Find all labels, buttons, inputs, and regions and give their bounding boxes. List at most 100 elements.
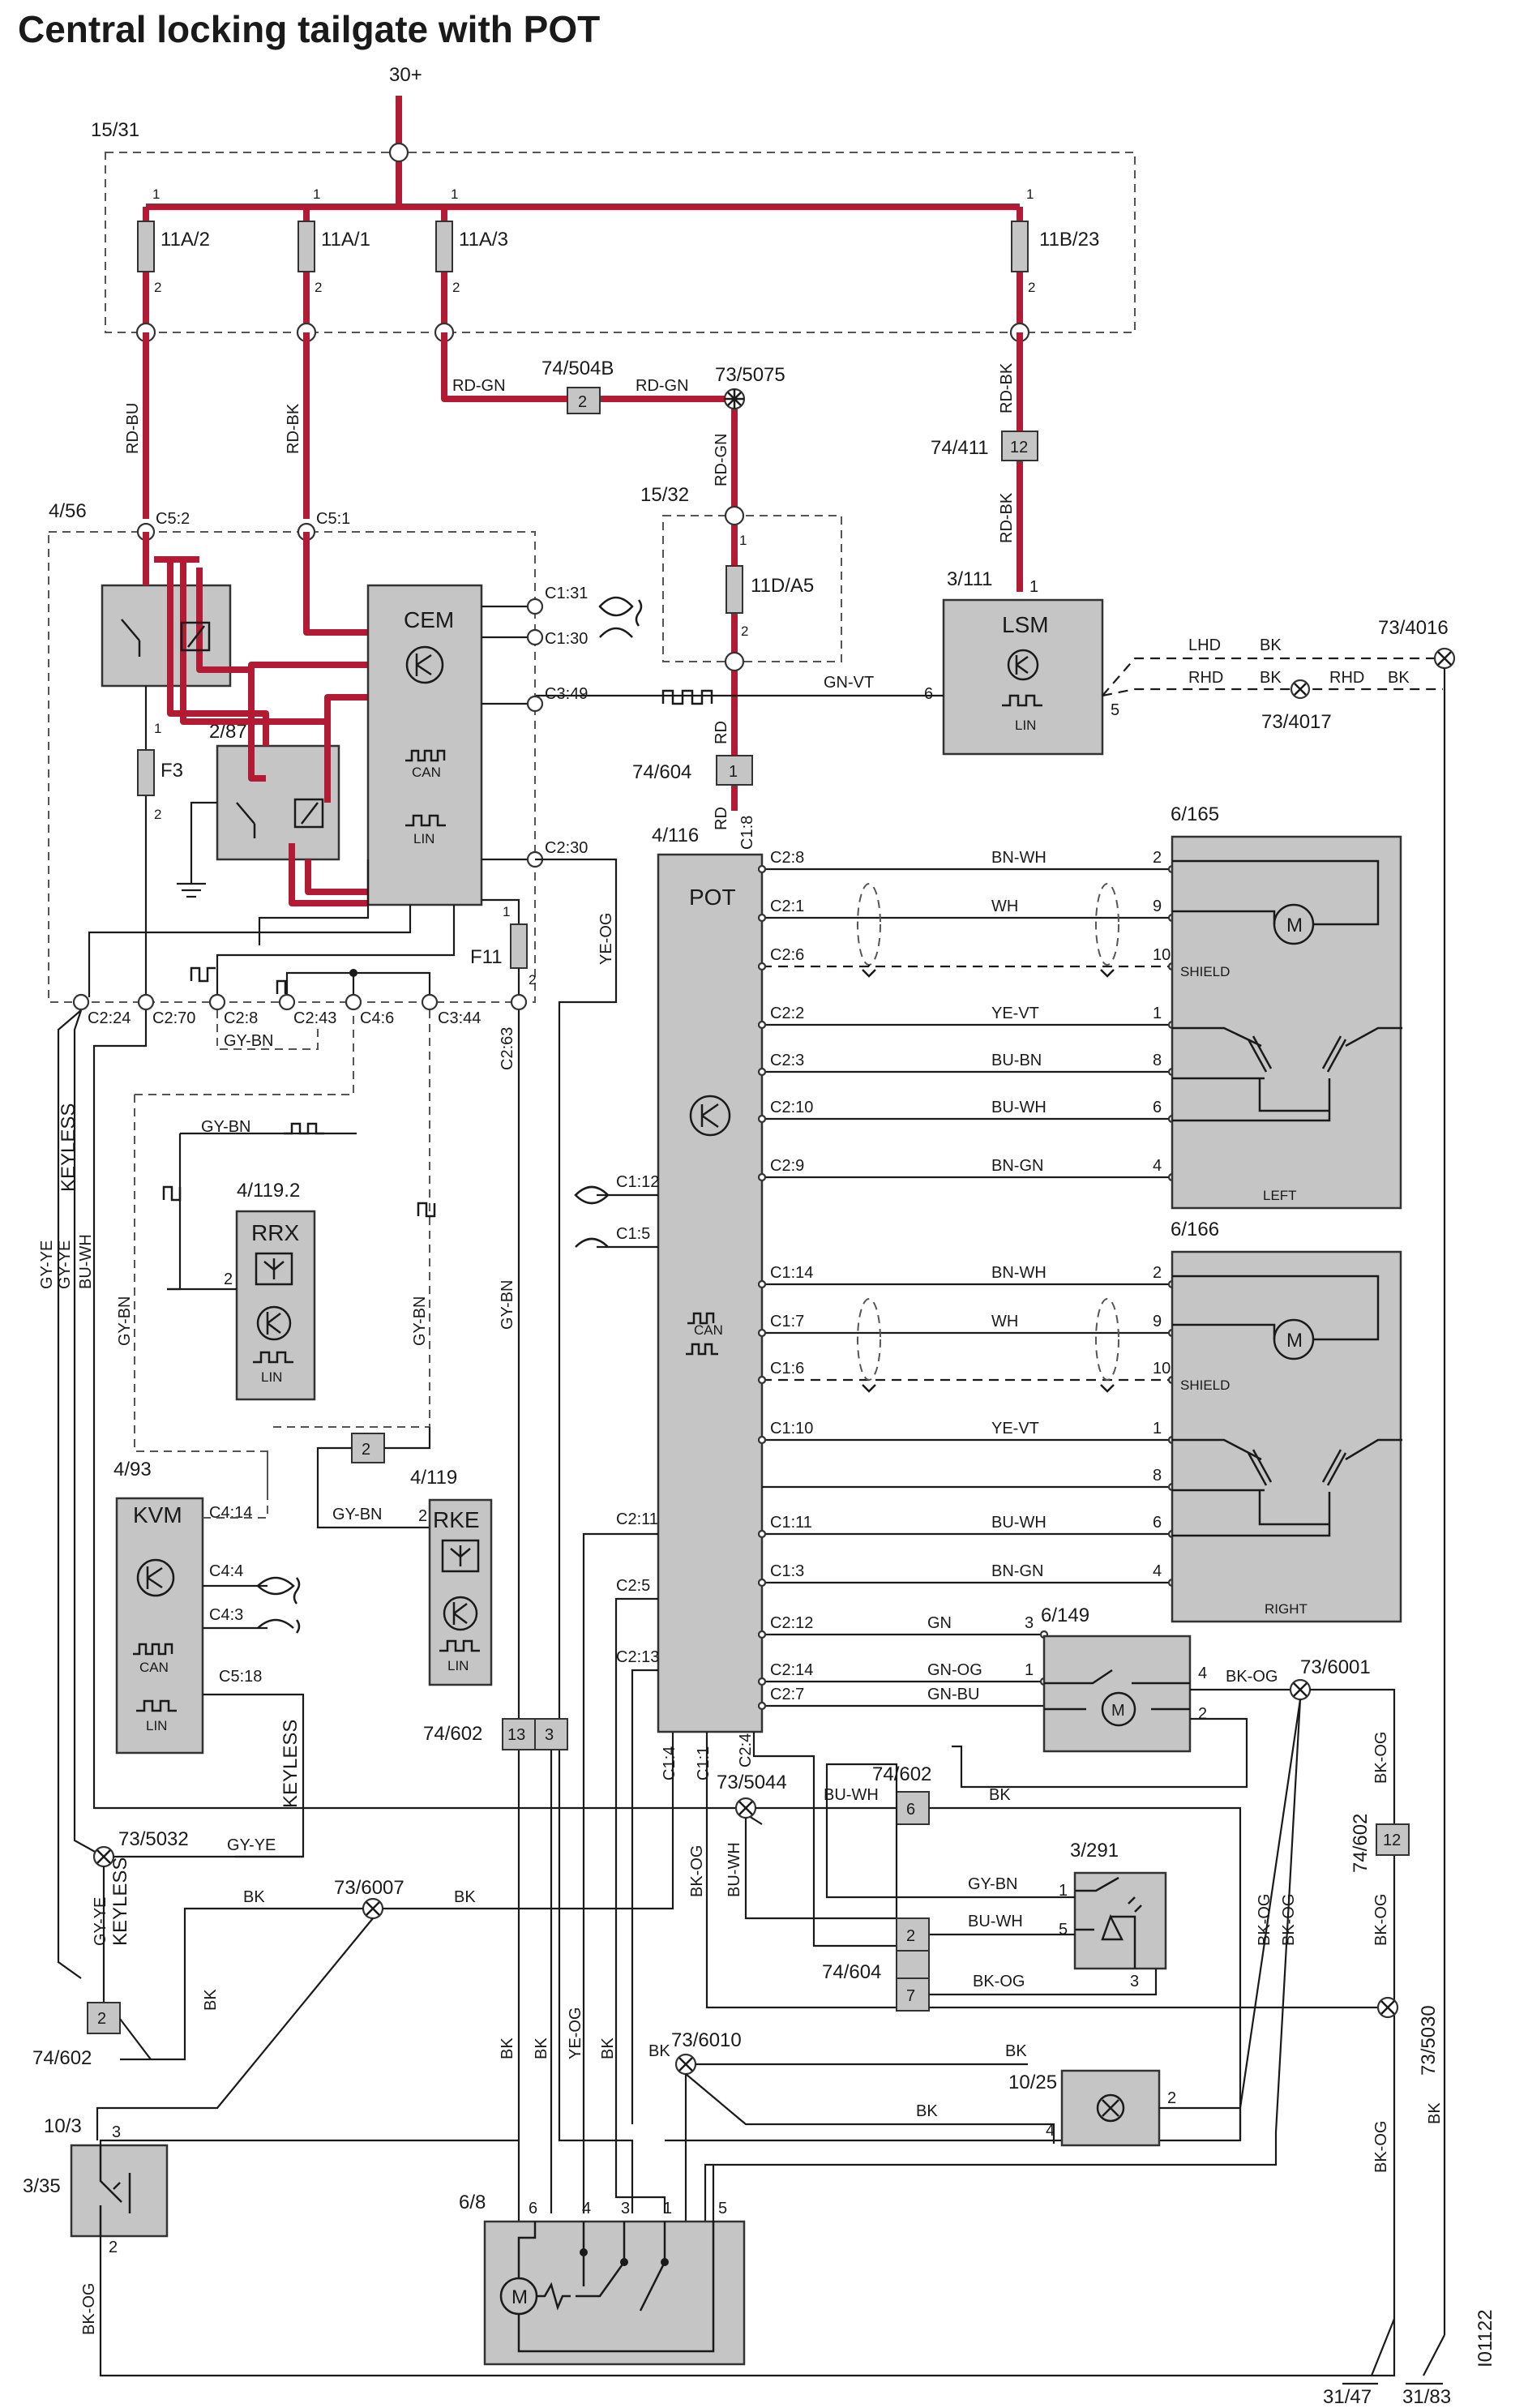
image-code: I01122 <box>1474 2309 1496 2367</box>
pin-label: C2:8 <box>770 849 804 867</box>
pin-label: C2:10 <box>770 1099 813 1116</box>
transistor-icon <box>689 1095 731 1137</box>
connector-74-602-12 <box>1376 1823 1410 1856</box>
splice-label: 73/4017 <box>1261 711 1332 733</box>
pin-node <box>757 1578 767 1587</box>
wire-label: BK <box>1005 2042 1027 2060</box>
wire-label: BK <box>1426 2102 1444 2124</box>
wire-label: BK <box>1260 636 1282 654</box>
connector-label: 74/604 <box>632 761 691 783</box>
lin-wave-icon <box>136 1699 177 1712</box>
wire-label: GY-BN <box>411 1296 429 1346</box>
switch-35-pin: 2 <box>109 2239 118 2256</box>
wire-label: BK <box>916 2102 938 2120</box>
svg-text:1: 1 <box>739 533 747 548</box>
pot-id: 4/116 <box>652 825 699 846</box>
connector-pin: 13 <box>507 1726 525 1744</box>
antenna-icon <box>255 1252 293 1286</box>
splice-73-5032 <box>92 1845 115 1868</box>
term-label: 1 <box>1025 1661 1034 1679</box>
cem-bottom-pins <box>72 993 528 1011</box>
pin-node <box>757 1701 767 1711</box>
wire-label: GY-BN <box>499 1279 516 1330</box>
term-label: 1 <box>1153 1420 1162 1438</box>
ground-label: 31/47 <box>1323 2386 1372 2408</box>
wire-label: RD-GN <box>713 433 730 486</box>
wire-label: GN-BU <box>927 1686 979 1703</box>
transistor-icon <box>1007 649 1039 681</box>
lsm-module <box>942 598 1104 756</box>
pot-pin: C2:13 <box>616 1648 659 1666</box>
pot-pin: C1:12 <box>616 1173 659 1191</box>
splice-73-6010 <box>674 2053 697 2076</box>
wire-label: BK-OG <box>1372 2121 1390 2173</box>
wire-label: BK-OG <box>973 1973 1025 1990</box>
kvm-module <box>115 1497 204 1755</box>
term-label: 3 <box>1025 1614 1034 1632</box>
term-label: 1 <box>1153 1005 1162 1022</box>
connector-74-411 <box>1001 431 1038 461</box>
term-label: 4 <box>1153 1157 1162 1175</box>
wire-label: RD-GN <box>452 377 506 395</box>
fuse-box-id: 15/31 <box>91 119 139 141</box>
pin-label: C1:11 <box>770 1514 812 1532</box>
connector-label: 74/411 <box>931 437 989 459</box>
can-wave-icon <box>405 749 446 762</box>
wire-label: RD-BK <box>998 362 1016 413</box>
lin-wave-icon <box>405 814 446 827</box>
wire-label: WH <box>991 898 1018 915</box>
cem-pin: C5:2 <box>156 510 190 528</box>
connector-74-504b <box>567 387 601 414</box>
connector-74-604 <box>716 755 753 786</box>
motor-left-6-165 <box>1171 835 1402 1210</box>
wire-label: KEYLESS <box>109 1857 131 1946</box>
wire-label: BN-WH <box>991 849 1046 867</box>
wire-label: BU-WH <box>991 1514 1046 1532</box>
svg-text:2: 2 <box>315 280 322 295</box>
wire-label: BU-WH <box>77 1234 95 1289</box>
kvm-pin: C5:18 <box>219 1668 262 1686</box>
cem-pin: C2:8 <box>224 1009 258 1027</box>
splice-73-4016 <box>1433 647 1456 670</box>
switch-3-291 <box>1073 1871 1167 1970</box>
pot-pin: C2:4 <box>737 1733 755 1767</box>
connector-label: 74/602 <box>32 2047 92 2069</box>
wire-label: BK <box>202 1989 220 2011</box>
wire-label: BK <box>1260 669 1282 687</box>
wire-label: BN-GN <box>991 1562 1043 1580</box>
kvm-name: KVM <box>133 1502 182 1527</box>
motor-68-pin: 1 <box>663 2200 672 2217</box>
fuse-box2-frame <box>662 515 842 662</box>
lsm-name: LSM <box>1002 612 1049 637</box>
rke-pin: 2 <box>418 1507 427 1525</box>
pin-node <box>757 1114 767 1124</box>
splice-label: 73/4016 <box>1378 617 1449 639</box>
wire-label: BK <box>499 2037 516 2059</box>
pin-label: C1:6 <box>770 1360 804 1378</box>
pin-label: C1:7 <box>770 1313 804 1330</box>
wire-label: GY-BN <box>224 1032 274 1050</box>
pin-label: C1:3 <box>770 1562 804 1580</box>
svg-text:1: 1 <box>313 186 320 202</box>
connector-pin: 12 <box>1383 1832 1401 1849</box>
lin-wave-icon <box>253 1351 293 1364</box>
wire-label: RHD <box>1329 669 1364 687</box>
rhd-wire <box>1102 688 1443 697</box>
wire-label: BK <box>533 2037 550 2059</box>
switch-35-alt: 10/3 <box>44 2115 82 2137</box>
fuse-f3 <box>137 749 155 796</box>
wire-label: YE-OG <box>597 913 615 965</box>
wire-label: RD <box>713 721 730 744</box>
cem-lin: LIN <box>413 831 434 846</box>
wire-label: GY-YE <box>56 1240 74 1289</box>
wire-label: RHD <box>1188 669 1223 687</box>
lin-wave-icon <box>439 1639 480 1652</box>
